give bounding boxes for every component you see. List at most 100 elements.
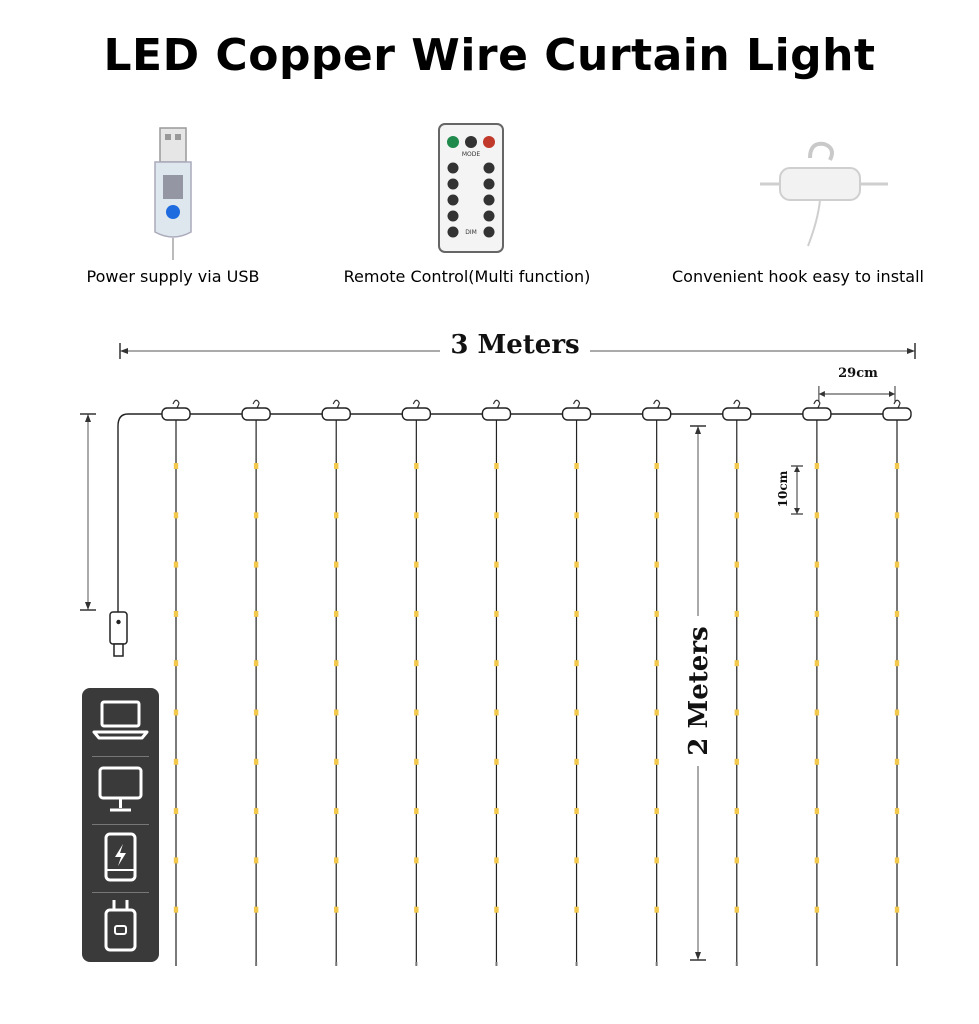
- led-bead: [894, 906, 900, 913]
- hook-connector: [401, 407, 432, 421]
- led-bead: [734, 463, 739, 469]
- led-bead: [574, 758, 579, 765]
- hook-connector: [882, 407, 912, 421]
- led-bead: [654, 709, 659, 716]
- led-bead: [173, 561, 179, 568]
- led-bead: [734, 709, 739, 716]
- led-bead: [894, 758, 900, 765]
- hook-connector: [802, 407, 832, 421]
- led-bead: [814, 808, 820, 815]
- led-bead: [414, 610, 419, 617]
- led-bead: [173, 906, 179, 913]
- led-bead: [334, 758, 339, 765]
- led-bead: [173, 660, 179, 667]
- usb-connector: [113, 643, 124, 657]
- led-bead: [414, 512, 419, 519]
- led-bead: [414, 808, 419, 815]
- led-bead: [173, 512, 179, 519]
- led-bead: [734, 660, 739, 667]
- led-bead: [494, 906, 499, 913]
- lead-wire: [117, 413, 162, 612]
- height-dim-arrow: [695, 426, 701, 434]
- controller-button: [116, 619, 121, 625]
- led-bead: [494, 463, 499, 469]
- led-bead: [253, 512, 259, 519]
- hook-connector: [241, 407, 271, 421]
- led-bead: [334, 512, 339, 519]
- led-bead: [574, 561, 579, 568]
- led-bead: [574, 512, 579, 519]
- led-bead: [253, 709, 259, 716]
- led-bead: [253, 808, 259, 815]
- led-bead: [574, 709, 579, 716]
- led-bead: [173, 709, 179, 716]
- led-bead: [414, 758, 419, 765]
- led-bead: [574, 808, 579, 815]
- led-bead: [494, 610, 499, 617]
- led-bead: [814, 906, 820, 913]
- power-bank-icon: [104, 832, 137, 882]
- led-bead: [334, 906, 339, 913]
- led-bead: [414, 709, 419, 716]
- width-dimension-label: 3 Meters: [440, 330, 590, 360]
- feature-usb: Power supply via USB: [23, 120, 323, 300]
- led-bead: [814, 610, 820, 617]
- led-bead: [334, 660, 339, 667]
- hook-connector: [641, 407, 672, 421]
- led-bead: [734, 906, 739, 913]
- hook-icon: [760, 141, 888, 247]
- height-dim-arrow: [695, 952, 701, 960]
- led-bead: [574, 906, 579, 913]
- led-bead: [814, 709, 820, 716]
- led-bead: [734, 808, 739, 815]
- spacing-dim-arrow: [889, 391, 895, 397]
- led-bead: [654, 857, 659, 864]
- power-source-panel: [82, 688, 159, 962]
- led-bead: [894, 808, 900, 815]
- usb-controller: [109, 611, 128, 645]
- led-bead: [173, 610, 179, 617]
- led-bead: [894, 463, 900, 469]
- laptop-icon: [92, 700, 149, 740]
- led-bead: [894, 561, 900, 568]
- led-bead: [494, 561, 499, 568]
- led-bead: [334, 561, 339, 568]
- light-strands: [161, 399, 912, 966]
- hook-connector: [321, 407, 351, 421]
- svg-text:MODE: MODE: [462, 151, 481, 158]
- led-bead: [814, 660, 820, 667]
- feature-caption: Power supply via USB: [86, 267, 260, 286]
- led-bead: [654, 758, 659, 765]
- led-bead: [494, 758, 499, 765]
- led-bead: [253, 610, 259, 617]
- led-bead: [814, 463, 820, 469]
- led-bead: [253, 857, 259, 864]
- page-title: LED Copper Wire Curtain Light: [103, 30, 876, 81]
- feature-caption: Remote Control(Multi function): [343, 267, 591, 286]
- led-bead: [253, 758, 259, 765]
- width-dim-arrow: [907, 348, 915, 354]
- led-bead: [734, 857, 739, 864]
- led-bead: [334, 463, 339, 469]
- spacing-dim-arrow: [818, 391, 825, 397]
- led-bead: [253, 561, 259, 568]
- hook-connector: [561, 407, 592, 421]
- led-bead: [654, 906, 659, 913]
- led-bead: [414, 857, 419, 864]
- feature-hook: Convenient hook easy to install: [648, 120, 948, 300]
- led-bead: [173, 808, 179, 815]
- svg-text:DIM: DIM: [465, 229, 477, 236]
- led-bead: [574, 463, 579, 469]
- led-bead: [334, 610, 339, 617]
- led-bead: [654, 808, 659, 815]
- led-bead: [814, 512, 820, 519]
- led-bead: [894, 857, 900, 864]
- led-bead: [334, 709, 339, 716]
- led-bead: [734, 610, 739, 617]
- led-bead: [734, 758, 739, 765]
- hook-connector: [481, 407, 512, 421]
- led-bead: [734, 512, 739, 519]
- led-bead: [173, 463, 179, 469]
- led-bead: [253, 463, 259, 469]
- height-dimension-label: 2 Meters: [684, 616, 714, 766]
